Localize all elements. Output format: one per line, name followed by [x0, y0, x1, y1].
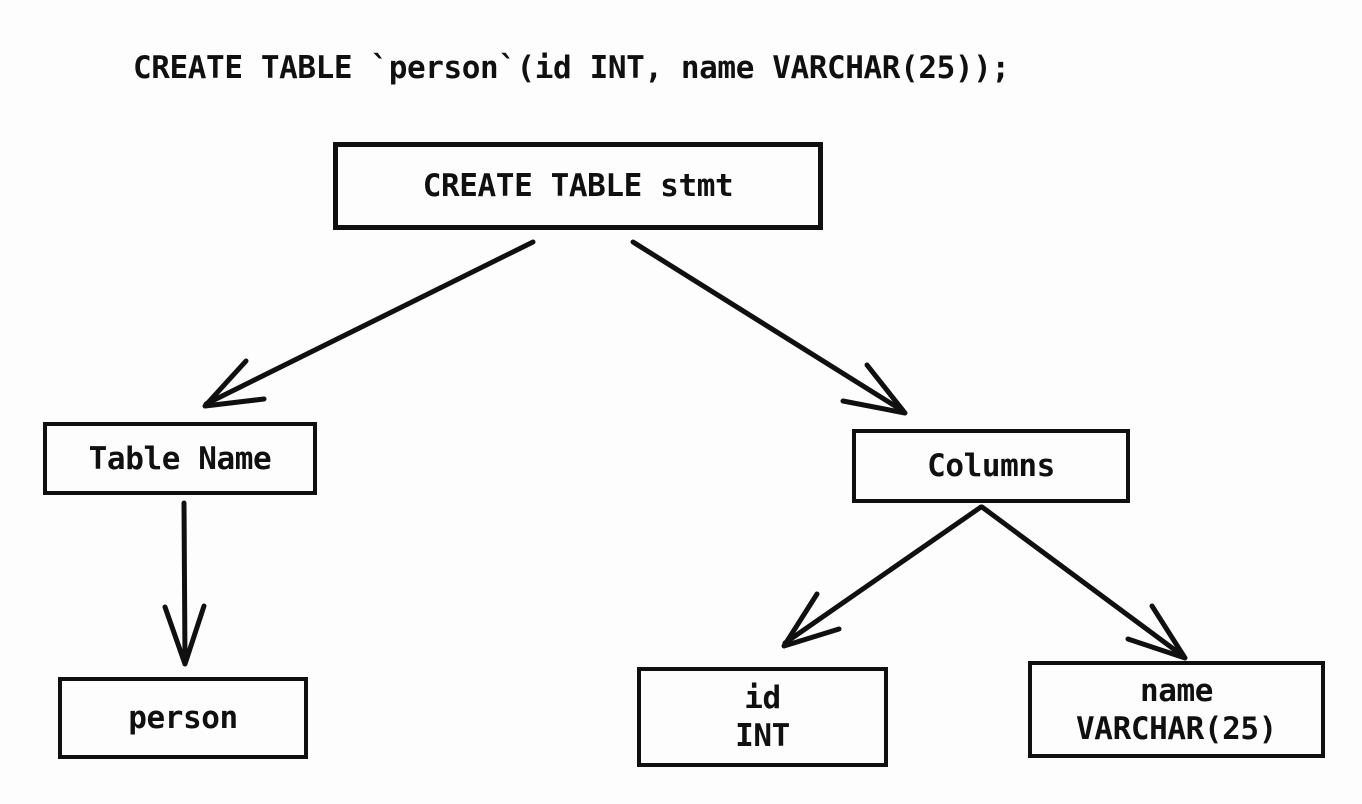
node-person: person	[58, 677, 308, 759]
node-column-name: name VARCHAR(25)	[1028, 661, 1325, 758]
edge-line	[203, 239, 536, 407]
node-create-table-stmt: CREATE TABLE stmt	[333, 142, 823, 230]
node-label: CREATE TABLE stmt	[422, 168, 734, 204]
arrowhead-icon	[840, 362, 908, 416]
arrowhead-icon	[162, 603, 207, 667]
edge-line	[181, 500, 188, 665]
node-label: person	[128, 700, 238, 736]
arrowhead-icon	[1125, 603, 1188, 661]
node-label-line2: VARCHAR(25)	[1076, 710, 1277, 747]
node-table-name: Table Name	[43, 422, 317, 495]
arrowhead-icon	[202, 358, 267, 409]
edge-columns-to-col-id	[781, 504, 984, 649]
edge-table-name-to-person	[162, 500, 207, 667]
edge-root-to-columns	[630, 239, 908, 416]
sql-statement-text: CREATE TABLE `person`(id INT, name VARCH…	[133, 50, 1010, 86]
node-label-line1: id	[744, 680, 781, 716]
node-label-line1: name	[1139, 672, 1214, 709]
node-column-id: id INT	[637, 667, 888, 767]
edge-line	[782, 504, 984, 646]
node-label: Table Name	[88, 440, 272, 477]
edge-line	[630, 239, 906, 414]
edge-columns-to-col-name	[979, 504, 1188, 661]
arrowhead-icon	[781, 591, 842, 649]
edge-line	[979, 504, 1186, 659]
edge-root-to-table-name	[202, 239, 536, 409]
node-columns: Columns	[852, 429, 1130, 503]
node-label-line2: INT	[735, 718, 790, 754]
node-label: Columns	[927, 448, 1055, 484]
